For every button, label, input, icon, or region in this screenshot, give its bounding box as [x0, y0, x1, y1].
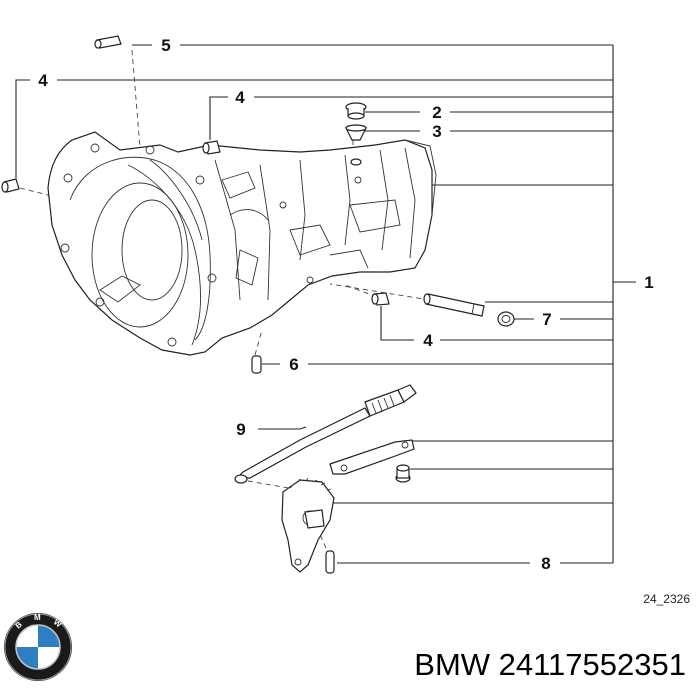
selector-segment-part — [281, 477, 335, 573]
dowel-sleeve-part-middle — [202, 140, 221, 155]
selector-rod-part — [234, 384, 417, 484]
callout-4-left: 4 — [38, 71, 48, 90]
callout-3: 3 — [432, 122, 441, 141]
callout-labels: 5 4 4 2 3 1 7 4 6 9 8 — [38, 36, 653, 573]
dowel-sleeve-part-lower — [371, 292, 390, 306]
selector-shaft-part — [423, 293, 485, 317]
plug-part — [345, 102, 367, 120]
sealing-ring-part — [345, 124, 367, 166]
screw-part — [395, 464, 411, 483]
svg-text:M: M — [34, 613, 41, 622]
callout-8: 8 — [541, 554, 550, 573]
leader-lines — [15, 44, 636, 564]
detent-spring-plate-part — [329, 439, 415, 475]
diagram-code: 24_2326 — [643, 592, 690, 606]
callout-2: 2 — [432, 103, 441, 122]
callout-4-middle: 4 — [235, 88, 245, 107]
callout-4-lower: 4 — [423, 331, 433, 350]
cylinder-pin-part-6 — [251, 355, 262, 374]
transmission-housing — [47, 131, 437, 356]
callout-6: 6 — [289, 355, 298, 374]
bmw-roundel-logo: B M W — [4, 613, 72, 681]
part-number-title: BMW 24117552351 — [414, 647, 686, 682]
callout-7: 7 — [542, 310, 551, 329]
svg-text:W: W — [52, 617, 64, 629]
dowel-pin-part — [94, 35, 122, 49]
callout-1: 1 — [644, 273, 653, 292]
svg-text:B: B — [14, 620, 24, 631]
callout-5: 5 — [161, 36, 170, 55]
cylinder-pin-part-8 — [325, 550, 335, 574]
dowel-sleeve-part-left — [1, 178, 20, 193]
callout-9: 9 — [236, 420, 245, 439]
shaft-seal-part — [497, 311, 515, 327]
